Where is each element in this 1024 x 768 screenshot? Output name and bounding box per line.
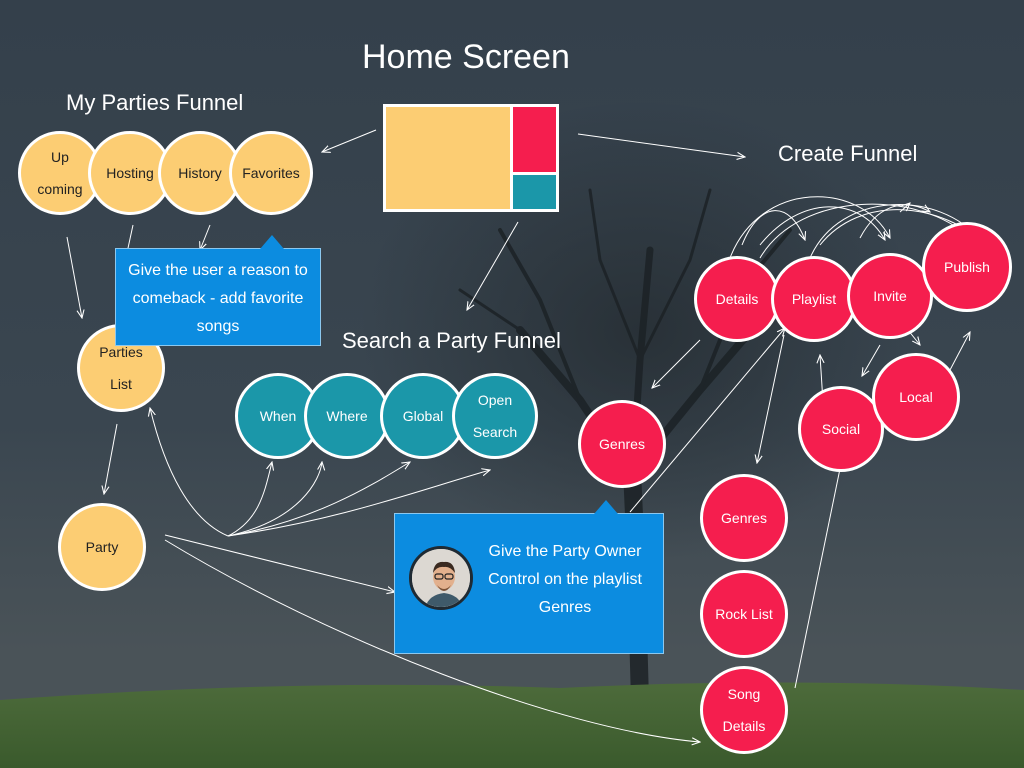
- callout-tip: [594, 500, 618, 514]
- node-invite[interactable]: Invite: [847, 253, 933, 339]
- callout-comeback-text: Give the user a reason to comeback - add…: [128, 262, 308, 335]
- home-tile-my-parties: [386, 107, 510, 209]
- callout-owner-control-text: Give the Party Owner Control on the play…: [488, 543, 642, 616]
- node-open-search[interactable]: Open Search: [452, 373, 538, 459]
- node-party[interactable]: Party: [58, 503, 146, 591]
- node-song-details[interactable]: Song Details: [700, 666, 788, 754]
- callout-comeback: Give the user a reason to comeback - add…: [115, 235, 321, 346]
- home-screen-wireframe: [383, 104, 559, 212]
- node-social[interactable]: Social: [798, 386, 884, 472]
- node-local[interactable]: Local: [872, 353, 960, 441]
- create-funnel-title: Create Funnel: [778, 141, 918, 166]
- home-tile-search: [513, 175, 556, 209]
- search-party-funnel-title: Search a Party Funnel: [342, 328, 561, 353]
- my-parties-funnel-title: My Parties Funnel: [66, 90, 244, 115]
- home-screen-title: Home Screen: [362, 38, 570, 76]
- node-genres-left[interactable]: Genres: [578, 400, 666, 488]
- node-history[interactable]: History: [158, 131, 242, 215]
- node-playlist[interactable]: Playlist: [771, 256, 857, 342]
- node-rock-list[interactable]: Rock List: [700, 570, 788, 658]
- avatar: [409, 546, 473, 610]
- node-where[interactable]: Where: [304, 373, 390, 459]
- node-details[interactable]: Details: [694, 256, 780, 342]
- node-favorites[interactable]: Favorites: [229, 131, 313, 215]
- node-genres[interactable]: Genres: [700, 474, 788, 562]
- node-upcoming[interactable]: Up coming: [18, 131, 102, 215]
- home-tile-create: [513, 107, 556, 172]
- callout-tip: [260, 235, 284, 249]
- callout-owner-control: Give the Party Owner Control on the play…: [394, 500, 664, 654]
- node-global[interactable]: Global: [380, 373, 466, 459]
- node-publish[interactable]: Publish: [922, 222, 1012, 312]
